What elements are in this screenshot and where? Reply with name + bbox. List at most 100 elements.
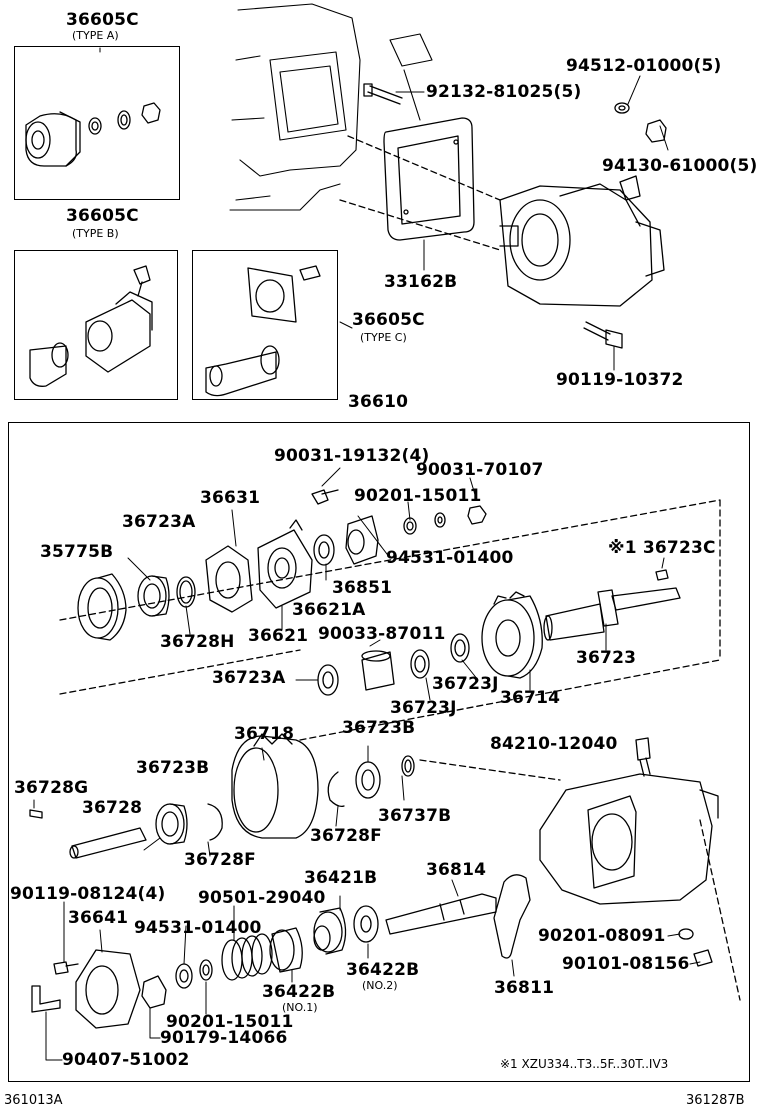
seal-36851-drawing: [313, 534, 335, 566]
bolt-90031-drawing: [311, 489, 339, 505]
assembly-36610-box: [8, 422, 750, 1082]
label-36723j-upper: 36723J: [432, 674, 499, 694]
bearing-36723a-drawing: [137, 575, 170, 617]
shaft-36728-drawing: [69, 827, 147, 859]
elbow-90407-drawing: [31, 985, 61, 1013]
pin-36728g-drawing: [29, 809, 43, 819]
fork-36811-drawing: [493, 874, 531, 959]
type-a-flange-drawing: [25, 102, 161, 167]
label-36718: 36718: [234, 724, 295, 744]
diagram-code-left: 361013A: [4, 1093, 63, 1108]
gasket-33162b-drawing: [383, 117, 475, 241]
guide-line-housing: [419, 759, 741, 1001]
gear-36714-drawing: [481, 591, 543, 679]
label-90101-08156: 90101-08156: [562, 954, 690, 974]
label-36723j-lower: 36723J: [390, 698, 457, 718]
label-90407: 90407-51002: [62, 1050, 190, 1070]
bolt-90101-drawing: [693, 949, 713, 967]
label-36605c-type-b: 36605C: [66, 206, 139, 226]
label-90119-10372: 90119-10372: [556, 370, 684, 390]
guide-line-gasket: [339, 135, 501, 251]
label-36422b-no2: 36422B: [346, 960, 420, 980]
sensor-84210-drawing: [635, 737, 651, 777]
label-90501: 90501-29040: [198, 888, 326, 908]
label-35775b: 35775B: [40, 542, 114, 562]
label-90119-08124: 90119-08124(4): [10, 884, 166, 904]
shaft-36723-drawing: [543, 587, 681, 641]
label-90033: 90033-87011: [318, 624, 446, 644]
label-36605c-type-c: 36605C: [352, 310, 425, 330]
label-90201-15011-top: 90201-15011: [354, 486, 482, 506]
label-no1: (NO.1): [282, 1001, 318, 1014]
label-36728f-left: 36728F: [184, 850, 256, 870]
label-36723b-right: 36723B: [342, 718, 416, 738]
guide-box-upper: [59, 499, 721, 741]
footnote: ※1 XZU334..T3..5F..30T..IV3: [500, 1057, 669, 1071]
bolt-90119-10372-drawing: [583, 321, 623, 349]
label-36621: 36621: [248, 626, 309, 646]
snap-rings-36728f-drawing: [207, 771, 345, 841]
label-36605c-type-a: 36605C: [66, 10, 139, 30]
label-36814: 36814: [426, 860, 487, 880]
spring-90501-drawing: [221, 933, 273, 981]
label-36728: 36728: [82, 798, 143, 818]
label-90031-70107: 90031-70107: [416, 460, 544, 480]
pto-housing-top-drawing: [499, 175, 665, 307]
label-36621a: 36621A: [292, 600, 366, 620]
label-36811: 36811: [494, 978, 555, 998]
label-36728f-right: 36728F: [310, 826, 382, 846]
leader-lines: [33, 47, 701, 1061]
label-36723b-left: 36723B: [136, 758, 210, 778]
label-36421b: 36421B: [304, 868, 378, 888]
label-36714: 36714: [500, 688, 561, 708]
label-90031-19132: 90031-19132(4): [274, 446, 430, 466]
label-36737b: 36737B: [378, 806, 452, 826]
label-36851: 36851: [332, 578, 393, 598]
label-36631: 36631: [200, 488, 261, 508]
label-no2: (NO.2): [362, 979, 398, 992]
label-94512: 94512-01000(5): [566, 56, 722, 76]
collar-90033-drawing: [361, 650, 395, 691]
cover-36621-drawing: [257, 519, 313, 609]
diagram-code-right: 361287B: [686, 1093, 745, 1108]
label-94130: 94130-61000(5): [602, 156, 758, 176]
seal-35775b-drawing: [77, 573, 127, 641]
transmission-case-drawing: [229, 3, 433, 211]
type-a-box: [14, 46, 180, 200]
gear-36718-drawing: [231, 733, 319, 839]
label-92132: 92132-81025(5): [426, 82, 582, 102]
label-36728g: 36728G: [14, 778, 89, 798]
label-36723a-upper: 36723A: [122, 512, 196, 532]
label-type-a: (TYPE A): [72, 29, 119, 42]
label-33162b: 33162B: [384, 272, 458, 292]
label-type-b: (TYPE B): [72, 227, 119, 240]
label-90201-15011-bottom: 90201-15011: [166, 1012, 294, 1032]
label-36641: 36641: [68, 908, 129, 928]
type-b-sleeve-drawing: [29, 265, 153, 387]
label-type-c: (TYPE C): [360, 331, 407, 344]
cap-94531-drawing: [345, 515, 379, 565]
key-36723c-drawing: [655, 569, 669, 581]
bolt-90119-08124-drawing: [53, 961, 79, 975]
washer-94512-drawing: [614, 102, 630, 114]
bearing-36723j-drawing: [410, 633, 470, 679]
label-36723a-lower: 36723A: [212, 668, 286, 688]
label-36723: 36723: [576, 648, 637, 668]
label-94531-01400-bottom: 94531-01400: [134, 918, 262, 938]
label-36610: 36610: [348, 392, 409, 412]
nut-94130-drawing: [645, 119, 667, 143]
type-c-box: [192, 250, 338, 400]
label-36422b-no1: 36422B: [262, 982, 336, 1002]
ring-36737b-drawing: [401, 755, 415, 777]
label-90179: 90179-14066: [160, 1028, 288, 1048]
gasket-36631-drawing: [205, 545, 253, 613]
label-94531-01400-top: 94531-01400: [386, 548, 514, 568]
stud-92132-drawing: [363, 83, 403, 105]
pto-case-drawing: [539, 773, 719, 905]
type-c-plate-drawing: [205, 265, 321, 397]
label-36728h: 36728H: [160, 632, 235, 652]
label-36723c: ※1 36723C: [608, 538, 716, 558]
label-90201-08091: 90201-08091: [538, 926, 666, 946]
shaft-36814-drawing: [385, 893, 497, 935]
